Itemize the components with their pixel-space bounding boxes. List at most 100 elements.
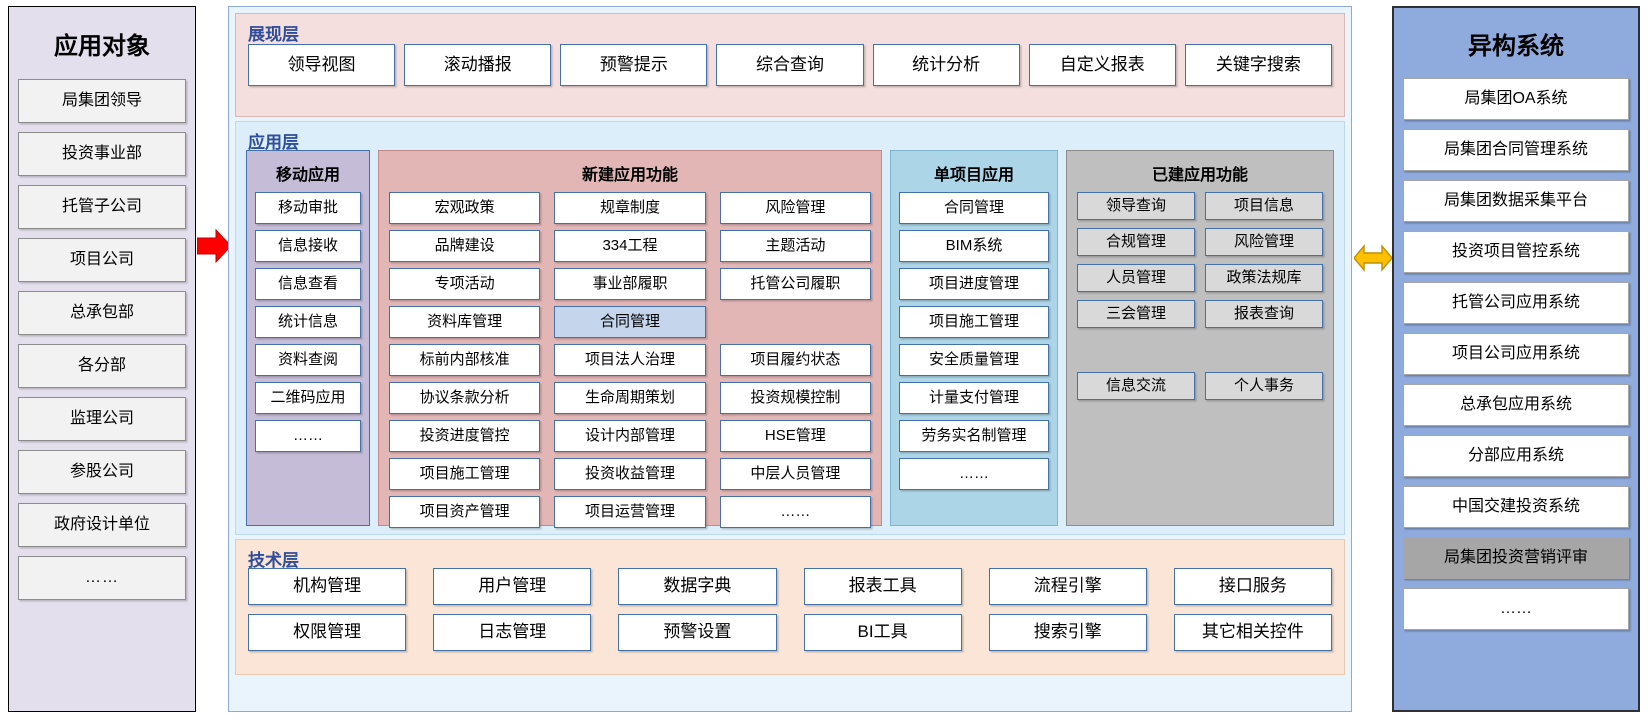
new-app-item[interactable]: 专项活动 — [389, 268, 541, 300]
built-app-item[interactable]: 信息交流 — [1077, 372, 1195, 400]
mobile-app-item[interactable]: 信息接收 — [255, 230, 361, 262]
list-item[interactable]: 政府设计单位 — [18, 503, 186, 547]
new-app-item[interactable]: 主题活动 — [719, 230, 871, 262]
technology-item[interactable]: 权限管理 — [248, 614, 407, 651]
technology-item[interactable]: 其它相关控件 — [1173, 614, 1332, 651]
list-item[interactable]: 参股公司 — [18, 450, 186, 494]
new-app-item[interactable]: 宏观政策 — [389, 192, 541, 224]
new-app-item[interactable]: 风险管理 — [719, 192, 871, 224]
list-item[interactable]: 投资事业部 — [18, 132, 186, 176]
new-app-item[interactable]: 334工程 — [554, 230, 706, 262]
single-project-apps-group: 单项目应用 合同管理 BIM系统 项目进度管理 项目施工管理 安全质量管理 计量… — [890, 150, 1058, 526]
new-app-item[interactable]: 协议条款分析 — [389, 382, 541, 414]
single-project-item[interactable]: 计量支付管理 — [899, 382, 1049, 414]
system-item[interactable]: 项目公司应用系统 — [1403, 333, 1629, 375]
single-project-item[interactable]: 劳务实名制管理 — [899, 420, 1049, 452]
single-project-item[interactable]: 项目进度管理 — [899, 268, 1049, 300]
system-item[interactable]: 总承包应用系统 — [1403, 384, 1629, 426]
built-app-item[interactable]: 三会管理 — [1077, 300, 1195, 328]
presentation-item[interactable]: 预警提示 — [560, 44, 708, 86]
built-app-item[interactable]: 个人事务 — [1205, 372, 1323, 400]
new-app-item[interactable]: 托管公司履职 — [719, 268, 871, 300]
mobile-app-item[interactable]: 移动审批 — [255, 192, 361, 224]
single-project-item-ellipsis[interactable]: …… — [899, 458, 1049, 490]
presentation-item[interactable]: 领导视图 — [248, 44, 396, 86]
technology-item[interactable]: 数据字典 — [618, 568, 777, 605]
yellow-double-arrow-icon — [1353, 238, 1393, 278]
built-app-item[interactable]: 报表查询 — [1205, 300, 1323, 328]
technology-item[interactable]: BI工具 — [803, 614, 962, 651]
single-project-item[interactable]: 项目施工管理 — [899, 306, 1049, 338]
new-app-item[interactable]: 中层人员管理 — [719, 458, 871, 490]
system-item[interactable]: 局集团OA系统 — [1403, 78, 1629, 120]
new-app-item[interactable]: 项目资产管理 — [389, 496, 541, 528]
technology-item[interactable]: 流程引擎 — [988, 568, 1147, 605]
presentation-item[interactable]: 滚动播报 — [404, 44, 552, 86]
new-app-item[interactable]: 项目施工管理 — [389, 458, 541, 490]
technology-item[interactable]: 搜索引擎 — [988, 614, 1147, 651]
new-app-item[interactable]: 品牌建设 — [389, 230, 541, 262]
mobile-app-item[interactable]: 二维码应用 — [255, 382, 361, 414]
list-item-ellipsis[interactable]: …… — [18, 556, 186, 600]
single-project-item[interactable]: BIM系统 — [899, 230, 1049, 262]
single-project-item[interactable]: 合同管理 — [899, 192, 1049, 224]
new-app-item[interactable]: 生命周期策划 — [554, 382, 706, 414]
list-item[interactable]: 各分部 — [18, 344, 186, 388]
presentation-item[interactable]: 综合查询 — [716, 44, 864, 86]
presentation-item[interactable]: 统计分析 — [872, 44, 1020, 86]
built-app-item[interactable]: 合规管理 — [1077, 228, 1195, 256]
presentation-item[interactable]: 自定义报表 — [1028, 44, 1176, 86]
list-item[interactable]: 托管子公司 — [18, 185, 186, 229]
new-app-item[interactable]: HSE管理 — [719, 420, 871, 452]
built-app-item[interactable]: 领导查询 — [1077, 192, 1195, 220]
technology-item[interactable]: 报表工具 — [803, 568, 962, 605]
new-app-item[interactable]: 投资规模控制 — [719, 382, 871, 414]
right-panel-title: 异构系统 — [1468, 32, 1564, 60]
new-app-item[interactable]: 事业部履职 — [554, 268, 706, 300]
mobile-apps-title: 移动应用 — [275, 167, 340, 184]
built-app-item[interactable]: 项目信息 — [1205, 192, 1323, 220]
system-item[interactable]: 局集团数据采集平台 — [1403, 180, 1629, 222]
technology-item[interactable]: 日志管理 — [433, 614, 592, 651]
list-item[interactable]: 总承包部 — [18, 291, 186, 335]
built-app-item[interactable]: 政策法规库 — [1205, 264, 1323, 292]
list-item[interactable]: 监理公司 — [18, 397, 186, 441]
new-app-item[interactable]: 项目运营管理 — [554, 496, 706, 528]
new-app-item[interactable]: 项目法人治理 — [554, 344, 706, 376]
new-app-item[interactable]: 投资进度管控 — [389, 420, 541, 452]
new-app-item[interactable]: 规章制度 — [554, 192, 706, 224]
application-layer-title: 应用层 — [248, 133, 299, 152]
system-item-ellipsis[interactable]: …… — [1403, 588, 1629, 630]
new-app-item[interactable]: 标前内部核准 — [389, 344, 541, 376]
system-item[interactable]: 中国交建投资系统 — [1403, 486, 1629, 528]
mobile-app-item-ellipsis[interactable]: …… — [255, 420, 361, 452]
heterogeneous-systems-list: 局集团OA系统 局集团合同管理系统 局集团数据采集平台 投资项目管控系统 托管公… — [1394, 78, 1638, 630]
system-item[interactable]: 局集团合同管理系统 — [1403, 129, 1629, 171]
technology-item[interactable]: 接口服务 — [1173, 568, 1332, 605]
new-app-item[interactable]: 投资收益管理 — [554, 458, 706, 490]
mobile-app-item[interactable]: 信息查看 — [255, 268, 361, 300]
system-item[interactable]: 投资项目管控系统 — [1403, 231, 1629, 273]
built-app-item[interactable]: 人员管理 — [1077, 264, 1195, 292]
technology-item[interactable]: 机构管理 — [248, 568, 407, 605]
technology-item[interactable]: 用户管理 — [433, 568, 592, 605]
system-item[interactable]: 分部应用系统 — [1403, 435, 1629, 477]
new-apps-group: 新建应用功能 宏观政策 规章制度 风险管理 品牌建设 334工程 主题活动 专项… — [378, 150, 882, 528]
presentation-item[interactable]: 关键字搜索 — [1184, 44, 1332, 86]
new-app-item[interactable]: 项目履约状态 — [719, 344, 871, 376]
technology-item[interactable]: 预警设置 — [618, 614, 777, 651]
built-app-item[interactable]: 风险管理 — [1205, 228, 1323, 256]
new-app-item-ellipsis[interactable]: …… — [719, 496, 871, 528]
new-app-item-highlighted[interactable]: 合同管理 — [554, 306, 706, 338]
single-project-item[interactable]: 安全质量管理 — [899, 344, 1049, 376]
mobile-app-item[interactable]: 资料查阅 — [255, 344, 361, 376]
list-item[interactable]: 局集团领导 — [18, 79, 186, 123]
list-item[interactable]: 项目公司 — [18, 238, 186, 282]
system-item-highlighted[interactable]: 局集团投资营销评审 — [1403, 537, 1629, 579]
mobile-app-item[interactable]: 统计信息 — [255, 306, 361, 338]
mobile-apps-group: 移动应用 移动审批 信息接收 信息查看 统计信息 资料查阅 二维码应用 …… — [246, 150, 370, 526]
new-app-item[interactable]: 资料库管理 — [389, 306, 541, 338]
technology-grid: 机构管理 用户管理 数据字典 报表工具 流程引擎 接口服务 权限管理 日志管理 … — [248, 568, 1332, 651]
system-item[interactable]: 托管公司应用系统 — [1403, 282, 1629, 324]
new-app-item[interactable]: 设计内部管理 — [554, 420, 706, 452]
